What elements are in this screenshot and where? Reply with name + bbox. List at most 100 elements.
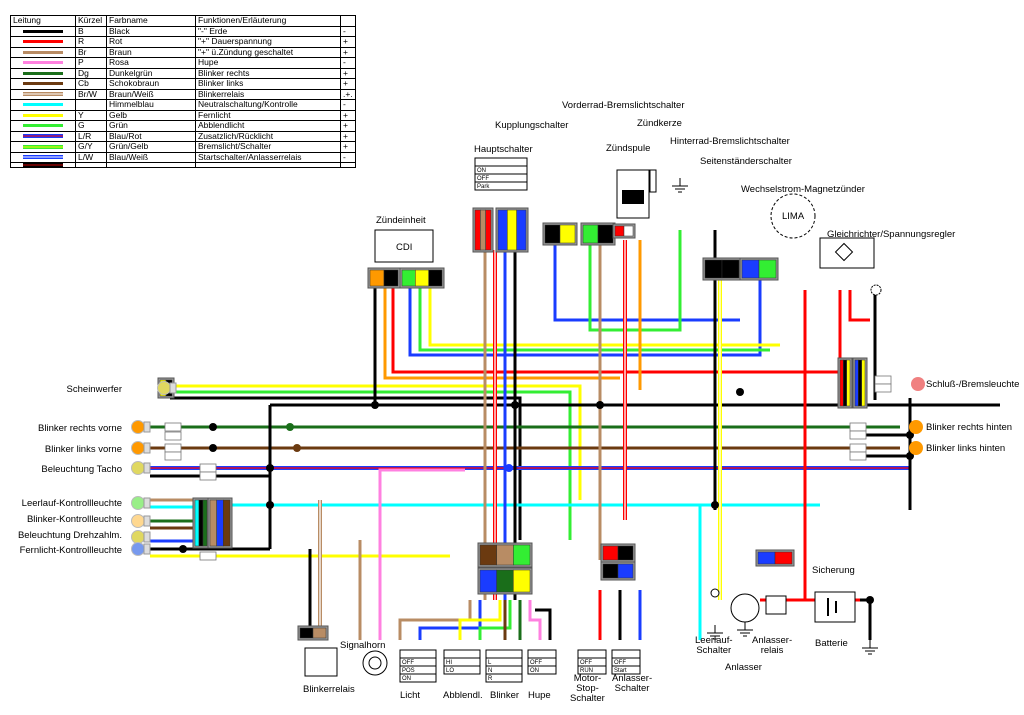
- dimmer-switch-table-row: [443, 665, 481, 675]
- junction-dot: [266, 501, 274, 509]
- main-switch-table-row-label: ON: [477, 168, 486, 174]
- wire-swatch: [23, 155, 63, 160]
- tail-connector-a-pin: [843, 359, 847, 407]
- label-anlasserrelais: Anlasser- relais: [752, 635, 793, 656]
- label-blinker-rechts-hinten: Blinker rechts hinten: [926, 422, 1013, 433]
- cdi-blue-wire: [408, 270, 762, 357]
- coil-connector-pin: [623, 225, 634, 237]
- label-batterie: Batterie: [815, 638, 848, 649]
- instrument-connector-a-pin: [198, 499, 204, 547]
- wire-swatch: [23, 103, 63, 107]
- clutch-blue-wire: [553, 240, 740, 322]
- starter-switch-table-row-label: OFF: [614, 660, 626, 666]
- label-leerlauf-kontrollleuchte: Leerlauf-Kontrollleuchte: [21, 498, 122, 509]
- wire-swatch: [23, 50, 63, 54]
- blinker-switch-table-row: [485, 673, 523, 683]
- inline-plug: [164, 451, 182, 461]
- wire-swatch: [23, 113, 63, 117]
- coil-connector-pin: [614, 225, 625, 237]
- magneto-connector-pin: [758, 259, 777, 279]
- main-switch-connector-a-pin: [474, 209, 481, 251]
- legend-polarity: +: [340, 130, 356, 142]
- tail-connector-b-pin: [861, 359, 866, 407]
- clutch-connector-pin: [559, 224, 576, 244]
- tacho-illumination-lamp: [131, 530, 145, 544]
- headlight-high-wire: [170, 384, 582, 500]
- tail-light-lamp: [911, 377, 925, 391]
- label-hinterrad-bremslichtschalter: Hinterrad-Bremslichtschalter: [670, 136, 790, 147]
- wire-swatch: [23, 40, 63, 44]
- instrument-connector-a-pin: [202, 499, 208, 547]
- dimmer-switch-table-row-label: LO: [446, 668, 454, 674]
- junction-dot: [711, 501, 719, 509]
- relay-connector-pin: [757, 551, 776, 565]
- label-gleichrichter: Gleichrichter/Spannungsregler: [827, 229, 956, 240]
- neutral-indicator-lamp-socket: [143, 497, 151, 509]
- light-switch-brown: [398, 600, 472, 640]
- label-magnetzuender: Wechselstrom-Magnetzünder: [741, 184, 865, 195]
- headlight-ground-wire: [170, 396, 522, 540]
- handlebar-connector-a-pin: [496, 544, 514, 566]
- highbeam-indicator-lamp: [131, 542, 145, 556]
- main-switch-connector-b-pin: [497, 209, 508, 251]
- ignition-coil-winding: [622, 190, 644, 204]
- wire-swatch: [23, 144, 63, 149]
- brake-switch-wire: [588, 230, 682, 332]
- blinker-front-left-lamp: [131, 441, 145, 455]
- blinker-switch-table-row-label: N: [488, 668, 492, 674]
- inline-plug: [849, 443, 867, 453]
- starter-switch-table-row-label: Start: [614, 668, 627, 674]
- motorstop-switch-table-header: [577, 649, 607, 659]
- junction-dot: [209, 444, 217, 452]
- blinker-switch-table-row: [485, 657, 523, 667]
- legend-function: Abblendlicht: [195, 120, 341, 132]
- cdi-connector-b-pin: [428, 269, 443, 287]
- label-leerlauf-schalter: Leerlauf- Schalter: [695, 635, 733, 656]
- wire-swatch: [23, 82, 63, 86]
- main-switch-table-row: [474, 181, 528, 191]
- inline-plug: [164, 431, 182, 441]
- label-kupplungschalter: Kupplungschalter: [495, 120, 569, 131]
- cdi-connector-b-pin: [415, 269, 429, 287]
- inline-plug: [849, 422, 867, 432]
- legend-row: [10, 162, 356, 168]
- label-blinker-rechts-vorne: Blinker rechts vorne: [38, 423, 122, 434]
- starter-switch-table-row: [611, 665, 641, 675]
- handlebar-connector-b-pin: [496, 569, 514, 593]
- label-seitenstaenderschalter: Seitenständerschalter: [700, 156, 792, 167]
- light-switch-blue: [418, 600, 482, 640]
- legend-function: Bremslicht/Schalter: [195, 141, 341, 153]
- brake-connector-pin: [582, 224, 599, 244]
- handlebar-connector-b-pin: [513, 569, 531, 593]
- light-switch-table-header: [399, 649, 437, 659]
- junction-dot-green: [286, 423, 294, 431]
- tail-connector-b-pin: [854, 359, 859, 407]
- inline-plug: [199, 463, 217, 473]
- label-motor-stop-schalter: Motor- Stop- Schalter: [570, 673, 605, 704]
- legend-row: L/R Blau/Rot Zusatzlich/Rücklicht +: [10, 130, 356, 142]
- wire-swatch: [23, 124, 63, 128]
- blinker-indicator-lamp-socket: [143, 515, 151, 527]
- starter-connector-b-pin: [602, 563, 619, 579]
- blinker-rear-left-lamp: [909, 441, 923, 455]
- blinker-switch-table-header: [485, 649, 523, 659]
- light-switch-table-row-label: ON: [402, 676, 411, 682]
- neutral-switch: [710, 588, 720, 598]
- label-blinker: Blinker: [490, 690, 520, 701]
- junction-dot: [511, 401, 519, 409]
- inline-plug: [874, 383, 892, 393]
- headlight-low-wire: [170, 390, 572, 540]
- relay-plug-pin: [299, 627, 314, 639]
- wire-swatch: [23, 61, 63, 65]
- cdi-green-wire: [418, 270, 770, 352]
- cdi-connector-b-pin: [401, 269, 416, 287]
- motorstop-switch-table-row-label: OFF: [580, 660, 592, 666]
- legend-row: G/Y Grün/Gelb Bremslicht/Schalter +: [10, 141, 356, 153]
- cdi-connector-a-pin: [383, 269, 399, 287]
- dimmer-switch-table-header: [443, 649, 481, 659]
- handlebar-connector-a-pin: [513, 544, 531, 566]
- horn-switch-black: [535, 608, 552, 640]
- inline-plug: [164, 422, 182, 432]
- headlight-lamp: [157, 381, 171, 395]
